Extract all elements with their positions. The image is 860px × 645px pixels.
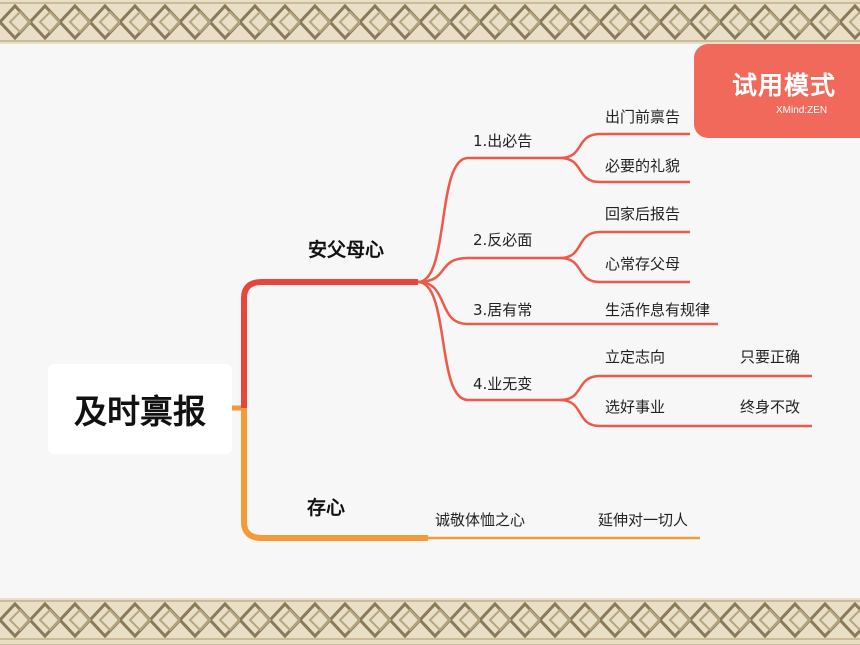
leaf-shenghuo[interactable]: 生活作息有规律 (605, 301, 711, 319)
watermark-brand: XMind:ZEN (776, 105, 828, 116)
leaf-zhiyaozhengque[interactable]: 只要正确 (740, 348, 801, 366)
leaf-yanshen[interactable]: 延伸对一切人 (598, 511, 689, 529)
trial-mode-watermark: 试用模式 XMind:ZEN (694, 44, 860, 138)
connector-l2-3 (417, 280, 560, 326)
subtopic-juyouchang[interactable]: 3.居有常 (473, 301, 533, 319)
subtopic-chengjing[interactable]: 诚敬体恤之心 (435, 511, 526, 529)
leaf-huijia[interactable]: 回家后报告 (605, 205, 681, 223)
subtopic-chubigao[interactable]: 1.出必告 (473, 132, 533, 150)
connector-branch-anfumuxin (241, 279, 418, 408)
knot-pattern-top (0, 0, 860, 44)
subtopic-yewubian[interactable]: 4.业无变 (473, 375, 533, 393)
connector-l3-1a (559, 132, 690, 160)
watermark-title: 试用模式 (732, 71, 837, 100)
connector-l2-2 (417, 256, 560, 284)
connector-l2-1 (417, 156, 560, 284)
connector-l3-4b (559, 398, 724, 428)
connector-l3-1b (559, 156, 690, 184)
leaf-xinchang[interactable]: 心常存父母 (605, 255, 681, 273)
subtopic-fanbimian[interactable]: 2.反必面 (473, 231, 533, 249)
branch-cunxin[interactable]: 存心 (307, 497, 346, 519)
root-topic[interactable]: 及时禀报 (48, 364, 232, 454)
connector-l3-2a (559, 230, 690, 260)
connector-l3-4a (559, 374, 724, 402)
connector-branch-cunxin (241, 408, 428, 541)
connector-l2-4 (417, 280, 560, 402)
decorative-border-top (0, 0, 860, 44)
connector-l3-2b (559, 256, 690, 284)
decorative-border-bottom (0, 598, 860, 645)
leaf-chumen[interactable]: 出门前禀告 (605, 108, 681, 126)
knot-pattern-bottom (0, 598, 860, 645)
leaf-liwao[interactable]: 必要的礼貌 (605, 157, 681, 175)
leaf-xuanhaoshiye[interactable]: 选好事业 (605, 398, 666, 416)
leaf-lidingzhixiang[interactable]: 立定志向 (605, 348, 666, 366)
leaf-zhongshenbugai[interactable]: 终身不改 (740, 398, 801, 416)
branch-anfumuxin[interactable]: 安父母心 (308, 239, 385, 261)
